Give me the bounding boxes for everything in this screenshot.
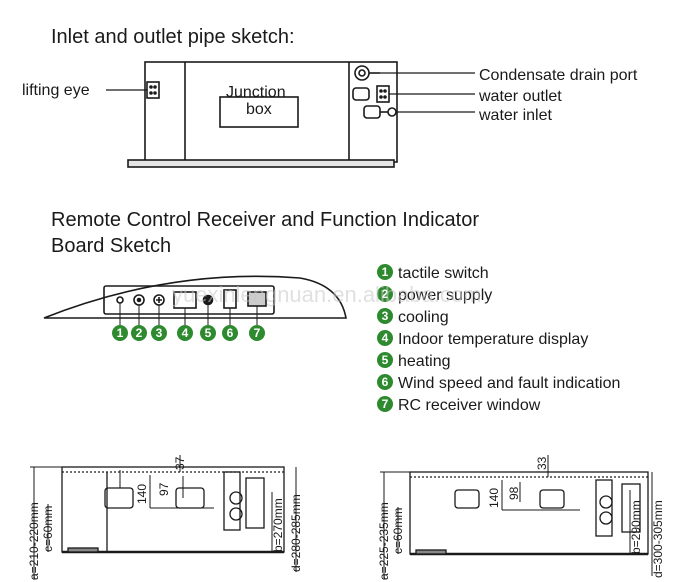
watermark: yuexinlengnuan.en.alibaba.com bbox=[172, 282, 481, 307]
receiver-board-title-line1: Remote Control Receiver and Function Ind… bbox=[51, 209, 479, 231]
dim-left-b: b=270mm bbox=[271, 498, 285, 552]
lifting-eye-label: lifting eye bbox=[22, 82, 90, 99]
dim-left-140: 140 bbox=[135, 484, 149, 504]
dim-left-97: 97 bbox=[157, 482, 171, 496]
badge-row: 1 2 3 4 5 6 7 bbox=[112, 325, 265, 341]
legend-badge: 4 bbox=[382, 331, 389, 345]
legend-badge: 3 bbox=[382, 309, 389, 323]
leader-lines bbox=[106, 72, 475, 113]
dimension-drawing-left bbox=[30, 455, 297, 580]
badge-num: 2 bbox=[136, 326, 143, 340]
badge-num: 7 bbox=[254, 326, 261, 340]
water-inlet-label: water inlet bbox=[478, 107, 552, 124]
legend-item-label: Wind speed and fault indication bbox=[398, 375, 620, 392]
dim-right-140: 140 bbox=[487, 488, 501, 508]
badge-num: 1 bbox=[117, 326, 124, 340]
badge-num: 6 bbox=[227, 326, 234, 340]
dim-left-a: a=210-220mm bbox=[27, 502, 41, 580]
legend-item-label: tactile switch bbox=[398, 265, 489, 282]
junction-box-label-line1: Junction bbox=[226, 84, 286, 101]
function-legend: 1 tactile switch 2 power supply 3 coolin… bbox=[377, 264, 620, 414]
junction-box-label-line2: box bbox=[246, 101, 272, 118]
legend-badge: 7 bbox=[382, 397, 389, 411]
condensate-drain-port-label: Condensate drain port bbox=[479, 67, 638, 84]
pipe-sketch-title: Inlet and outlet pipe sketch: bbox=[51, 26, 295, 48]
dim-right-c: c=60mm bbox=[391, 508, 405, 554]
legend-item-label: RC receiver window bbox=[398, 397, 541, 414]
legend-item-label: cooling bbox=[398, 309, 449, 326]
dim-right-33: 33 bbox=[535, 456, 549, 470]
dimension-drawing-right bbox=[380, 455, 653, 580]
legend-badge: 6 bbox=[382, 375, 389, 389]
badge-num: 5 bbox=[205, 326, 212, 340]
dim-right-b: b=290mm bbox=[629, 500, 643, 554]
legend-badge: 5 bbox=[382, 353, 389, 367]
badge-num: 3 bbox=[156, 326, 163, 340]
legend-item-label: power supply bbox=[398, 287, 492, 304]
dim-right-a: a=225-235mm bbox=[377, 502, 391, 580]
water-outlet-label: water outlet bbox=[478, 88, 562, 105]
dim-left-d: d=280-285mm bbox=[289, 494, 303, 572]
dim-left-c: c=60mm bbox=[41, 506, 55, 552]
dim-left-37: 37 bbox=[173, 456, 187, 470]
legend-item-label: Indoor temperature display bbox=[398, 331, 588, 348]
badge-num: 4 bbox=[182, 326, 189, 340]
legend-item-label: heating bbox=[398, 353, 451, 370]
unit-side-view bbox=[127, 61, 398, 168]
receiver-board-title-line2: Board Sketch bbox=[51, 235, 171, 257]
legend-badge: 2 bbox=[382, 287, 389, 301]
dim-right-98: 98 bbox=[507, 486, 521, 500]
receiver-board-leaders bbox=[119, 303, 258, 325]
legend-badge: 1 bbox=[382, 265, 389, 279]
dim-right-d: d=300-305mm bbox=[651, 500, 665, 578]
